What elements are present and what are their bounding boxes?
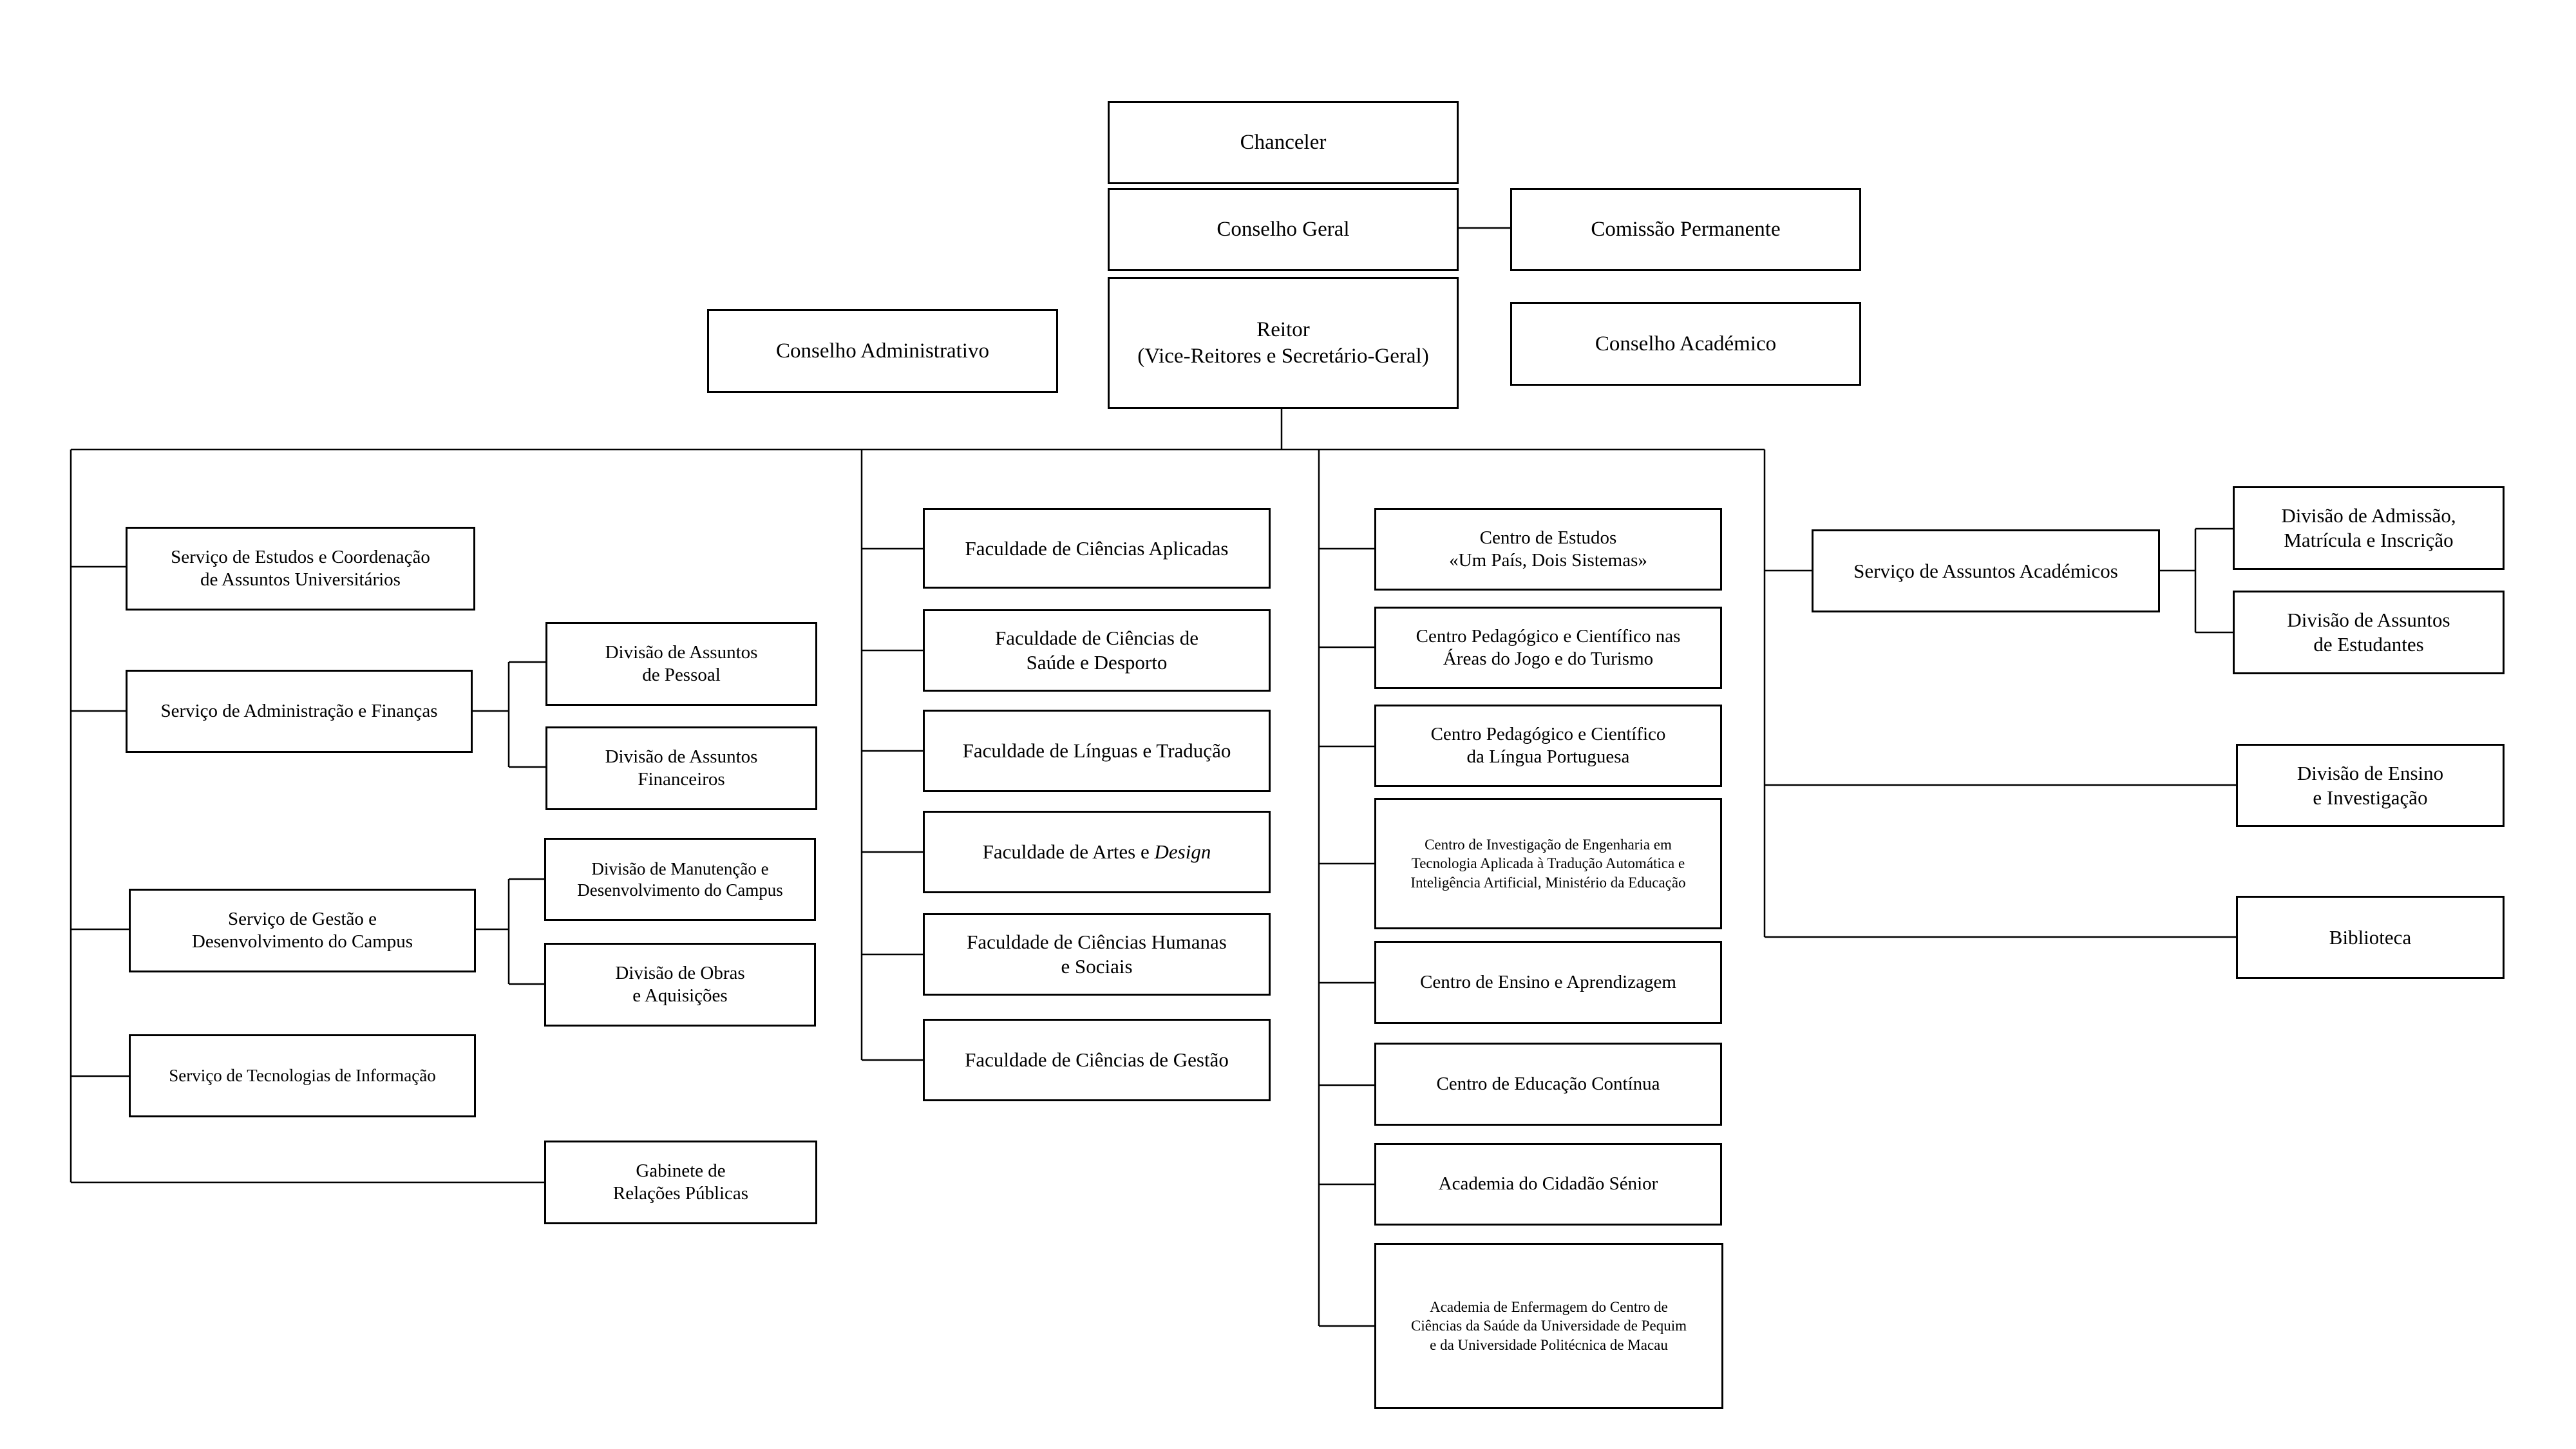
divisao-ensino-investigacao-label: Divisão de Ensino e Investigação [2297, 761, 2444, 809]
divisao-ensino-investigacao-box: Divisão de Ensino e Investigação [2236, 744, 2505, 827]
divisao-assuntos-financeiros-box: Divisão de Assuntos Financeiros [545, 726, 817, 810]
faculdade-saude-desporto-label: Faculdade de Ciências de Saúde e Desport… [995, 627, 1198, 674]
centro-um-pais-dois-sistemas-box: Centro de Estudos «Um País, Dois Sistema… [1374, 508, 1722, 591]
faculdade-artes-design-label: Faculdade de Artes e Design [983, 840, 1211, 864]
reitor-box: Reitor (Vice-Reitores e Secretário-Geral… [1108, 277, 1459, 409]
servico-tecnologias-informacao-box: Serviço de Tecnologias de Informação [129, 1034, 476, 1117]
divisao-admissao-box: Divisão de Admissão, Matrícula e Inscriç… [2233, 486, 2505, 570]
faculdade-artes-design-italic: Design [1154, 840, 1211, 864]
reitor-label: Reitor (Vice-Reitores e Secretário-Geral… [1137, 318, 1429, 368]
servico-assuntos-academicos-box: Serviço de Assuntos Académicos [1812, 529, 2160, 612]
biblioteca-box: Biblioteca [2236, 896, 2505, 979]
servico-gestao-campus-box: Serviço de Gestão e Desenvolvimento do C… [129, 889, 476, 972]
faculdade-humanas-sociais-label: Faculdade de Ciências Humanas e Sociais [967, 931, 1227, 978]
academia-cidadao-senior-box: Academia do Cidadão Sénior [1374, 1143, 1722, 1226]
faculdade-artes-design-box: Faculdade de Artes e Design [923, 811, 1271, 893]
faculdade-linguas-traducao-label: Faculdade de Línguas e Tradução [962, 739, 1231, 762]
centro-lingua-portuguesa-box: Centro Pedagógico e Científico da Língua… [1374, 705, 1722, 787]
servico-tecnologias-informacao-label: Serviço de Tecnologias de Informação [169, 1066, 436, 1086]
gabinete-relacoes-publicas-box: Gabinete de Relações Públicas [544, 1141, 817, 1224]
faculdade-saude-desporto-box: Faculdade de Ciências de Saúde e Desport… [923, 609, 1271, 692]
academia-cidadao-senior-label: Academia do Cidadão Sénior [1438, 1173, 1658, 1195]
conselho-geral-box: Conselho Geral [1108, 188, 1459, 271]
faculdade-ciencias-gestao-label: Faculdade de Ciências de Gestão [965, 1048, 1229, 1072]
conselho-geral-label: Conselho Geral [1217, 218, 1350, 242]
gabinete-relacoes-publicas-label: Gabinete de Relações Públicas [612, 1160, 749, 1204]
servico-estudos-coordenacao-box: Serviço de Estudos e Coordenação de Assu… [126, 527, 475, 611]
servico-administracao-financas-box: Serviço de Administração e Finanças [126, 670, 473, 753]
divisao-assuntos-pessoal-box: Divisão de Assuntos de Pessoal [545, 622, 817, 706]
servico-estudos-coordenacao-label: Serviço de Estudos e Coordenação de Assu… [171, 546, 430, 590]
comissao-permanente-box: Comissão Permanente [1510, 188, 1861, 271]
centro-educacao-continua-label: Centro de Educação Contínua [1436, 1073, 1660, 1094]
conselho-academico-label: Conselho Académico [1595, 332, 1777, 355]
divisao-obras-box: Divisão de Obras e Aquisições [544, 943, 816, 1027]
divisao-assuntos-estudantes-box: Divisão de Assuntos de Estudantes [2233, 591, 2505, 674]
divisao-manutencao-box: Divisão de Manutenção e Desenvolvimento … [544, 838, 816, 921]
centro-jogo-turismo-label: Centro Pedagógico e Científico nas Áreas… [1416, 625, 1681, 669]
faculdade-ciencias-gestao-box: Faculdade de Ciências de Gestão [923, 1019, 1271, 1101]
faculdade-linguas-traducao-box: Faculdade de Línguas e Tradução [923, 710, 1271, 792]
centro-um-pais-dois-sistemas-label: Centro de Estudos «Um País, Dois Sistema… [1449, 527, 1647, 571]
biblioteca-label: Biblioteca [2329, 925, 2412, 949]
servico-administracao-financas-label: Serviço de Administração e Finanças [160, 700, 438, 721]
servico-assuntos-academicos-label: Serviço de Assuntos Académicos [1853, 559, 2118, 582]
centro-educacao-continua-box: Centro de Educação Contínua [1374, 1043, 1722, 1126]
servico-gestao-campus-label: Serviço de Gestão e Desenvolvimento do C… [191, 908, 413, 952]
divisao-assuntos-pessoal-label: Divisão de Assuntos de Pessoal [605, 641, 758, 685]
centro-ensino-aprendizagem-label: Centro de Ensino e Aprendizagem [1420, 971, 1676, 992]
chanceler-box: Chanceler [1108, 101, 1459, 184]
centro-investigacao-engenharia-label: Centro de Investigação de Engenharia em … [1410, 836, 1686, 891]
divisao-assuntos-estudantes-label: Divisão de Assuntos de Estudantes [2287, 609, 2450, 656]
centro-ensino-aprendizagem-box: Centro de Ensino e Aprendizagem [1374, 941, 1722, 1024]
faculdade-artes-design-prefix: Faculdade de Artes e [982, 840, 1155, 864]
comissao-permanente-label: Comissão Permanente [1591, 218, 1781, 242]
conselho-administrativo-box: Conselho Administrativo [707, 309, 1058, 393]
chanceler-label: Chanceler [1240, 131, 1327, 155]
centro-jogo-turismo-box: Centro Pedagógico e Científico nas Áreas… [1374, 607, 1722, 689]
faculdade-humanas-sociais-box: Faculdade de Ciências Humanas e Sociais [923, 913, 1271, 996]
conselho-academico-box: Conselho Académico [1510, 302, 1861, 386]
divisao-assuntos-financeiros-label: Divisão de Assuntos Financeiros [605, 746, 758, 790]
divisao-admissao-label: Divisão de Admissão, Matrícula e Inscriç… [2281, 504, 2456, 551]
academia-enfermagem-box: Academia de Enfermagem do Centro de Ciên… [1374, 1243, 1723, 1409]
divisao-obras-label: Divisão de Obras e Aquisições [615, 962, 745, 1006]
faculdade-ciencias-aplicadas-label: Faculdade de Ciências Aplicadas [965, 536, 1229, 560]
divisao-manutencao-label: Divisão de Manutenção e Desenvolvimento … [577, 858, 783, 900]
academia-enfermagem-label: Academia de Enfermagem do Centro de Ciên… [1411, 1298, 1687, 1353]
centro-investigacao-engenharia-box: Centro de Investigação de Engenharia em … [1374, 798, 1722, 929]
faculdade-ciencias-aplicadas-box: Faculdade de Ciências Aplicadas [923, 508, 1271, 589]
centro-lingua-portuguesa-label: Centro Pedagógico e Científico da Língua… [1430, 723, 1666, 767]
conselho-administrativo-label: Conselho Administrativo [776, 339, 989, 363]
